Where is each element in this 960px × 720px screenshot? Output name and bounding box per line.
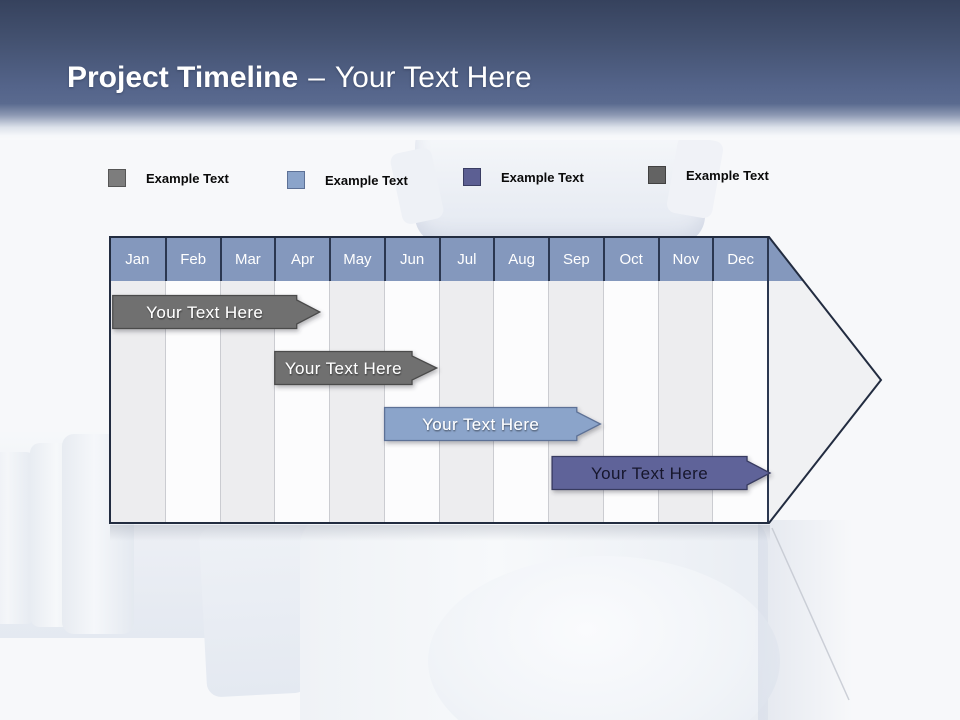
slide-title-main: Project Timeline bbox=[67, 61, 299, 94]
legend-item: Example Text bbox=[648, 166, 769, 184]
legend-swatch-icon bbox=[648, 166, 666, 184]
legend-swatch-icon bbox=[287, 171, 305, 189]
legend-item: Example Text bbox=[463, 168, 584, 186]
legend-label: Example Text bbox=[686, 167, 769, 183]
slide-title-separator: – bbox=[308, 61, 325, 94]
slide-title: Project Timeline–Your Text Here bbox=[67, 60, 532, 96]
title-banner: Project Timeline–Your Text Here bbox=[0, 0, 960, 140]
legend-item: Example Text bbox=[287, 171, 408, 189]
slide-title-subtitle: Your Text Here bbox=[334, 61, 532, 94]
chart-reflection bbox=[110, 525, 770, 541]
legend-item: Example Text bbox=[108, 169, 229, 187]
legend-label: Example Text bbox=[501, 169, 584, 185]
legend-swatch-icon bbox=[463, 168, 481, 186]
legend-label: Example Text bbox=[325, 172, 408, 188]
legend-label: Example Text bbox=[146, 170, 229, 186]
legend-swatch-icon bbox=[108, 169, 126, 187]
pipe-trap-bulb-shape bbox=[428, 556, 780, 720]
